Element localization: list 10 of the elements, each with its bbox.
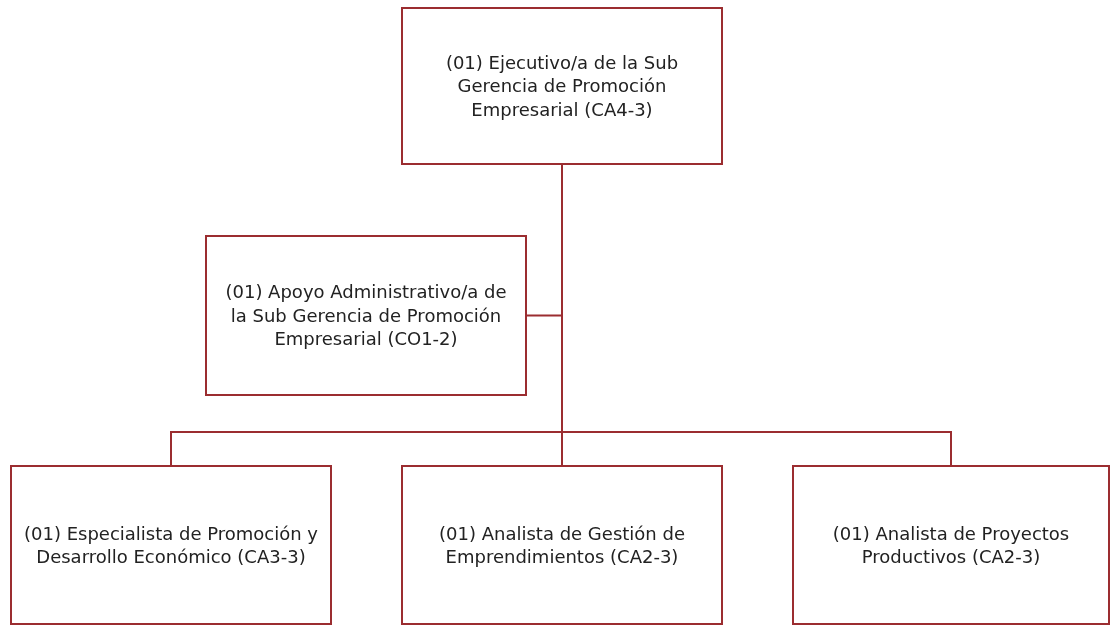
position-box: [792, 465, 1110, 625]
position-title: (01) Especialista de Promoción y Desarrollo Económico (CA3-3): [22, 521, 320, 569]
position-box: [401, 7, 723, 165]
position-box: [10, 465, 332, 625]
position-box: [205, 235, 527, 396]
position-title: (01) Ejecutivo/a de la Sub Gerencia de Promoción Empresarial (CA4-3): [444, 50, 680, 122]
position-title: (01) Analista de Proyectos Productivos (CA2-3): [831, 521, 1071, 569]
position-title: (01) Analista de Gestión de Emprendimientos (CA2-3): [438, 521, 686, 569]
position-box: [401, 465, 723, 625]
position-title: (01) Apoyo Administrativo/a de la Sub Gerencia de Promoción Empresarial (CO1-2): [224, 280, 508, 351]
